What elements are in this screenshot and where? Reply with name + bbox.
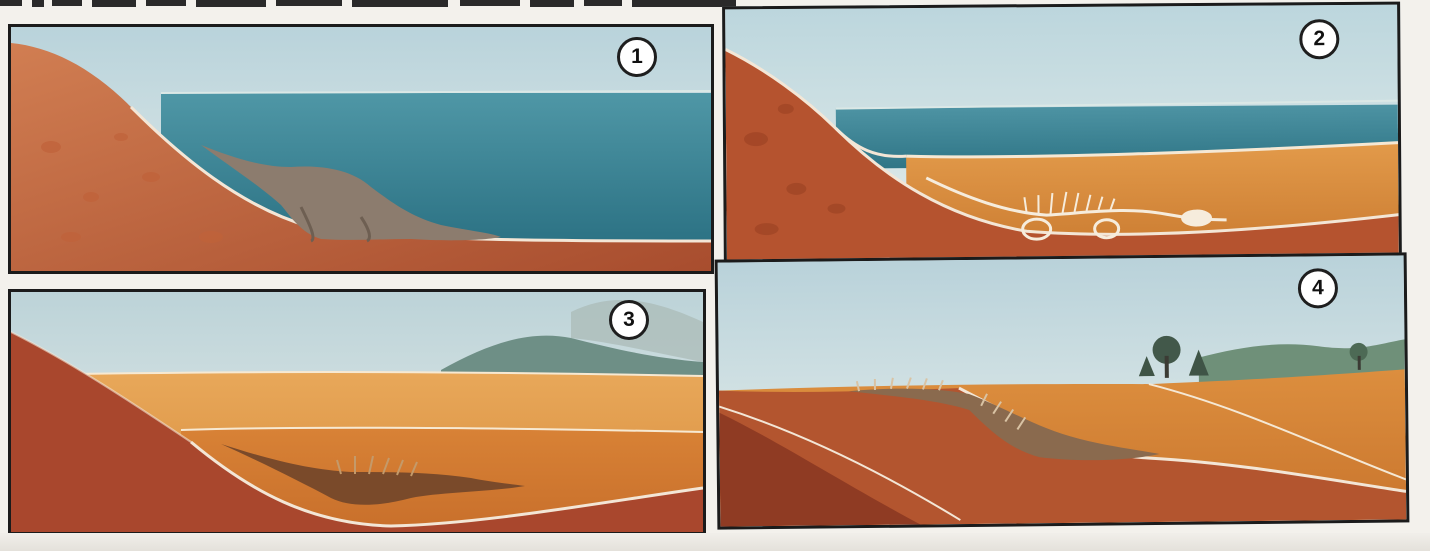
stage-2-panel: 2	[722, 2, 1402, 271]
stage-4-panel: 4	[715, 252, 1410, 529]
stage-number-badge: 4	[1298, 268, 1338, 308]
stage-2-illustration	[725, 5, 1399, 268]
stage-number-badge: 3	[609, 300, 649, 340]
page-bottom-edge	[0, 533, 1430, 551]
stage-1-illustration	[11, 27, 711, 271]
stage-number-badge: 2	[1299, 19, 1339, 59]
stage-3-illustration	[11, 292, 703, 532]
stage-number-badge: 1	[617, 37, 657, 77]
stage-3-panel: 3	[8, 289, 706, 535]
stage-1-panel: 1	[8, 24, 714, 274]
